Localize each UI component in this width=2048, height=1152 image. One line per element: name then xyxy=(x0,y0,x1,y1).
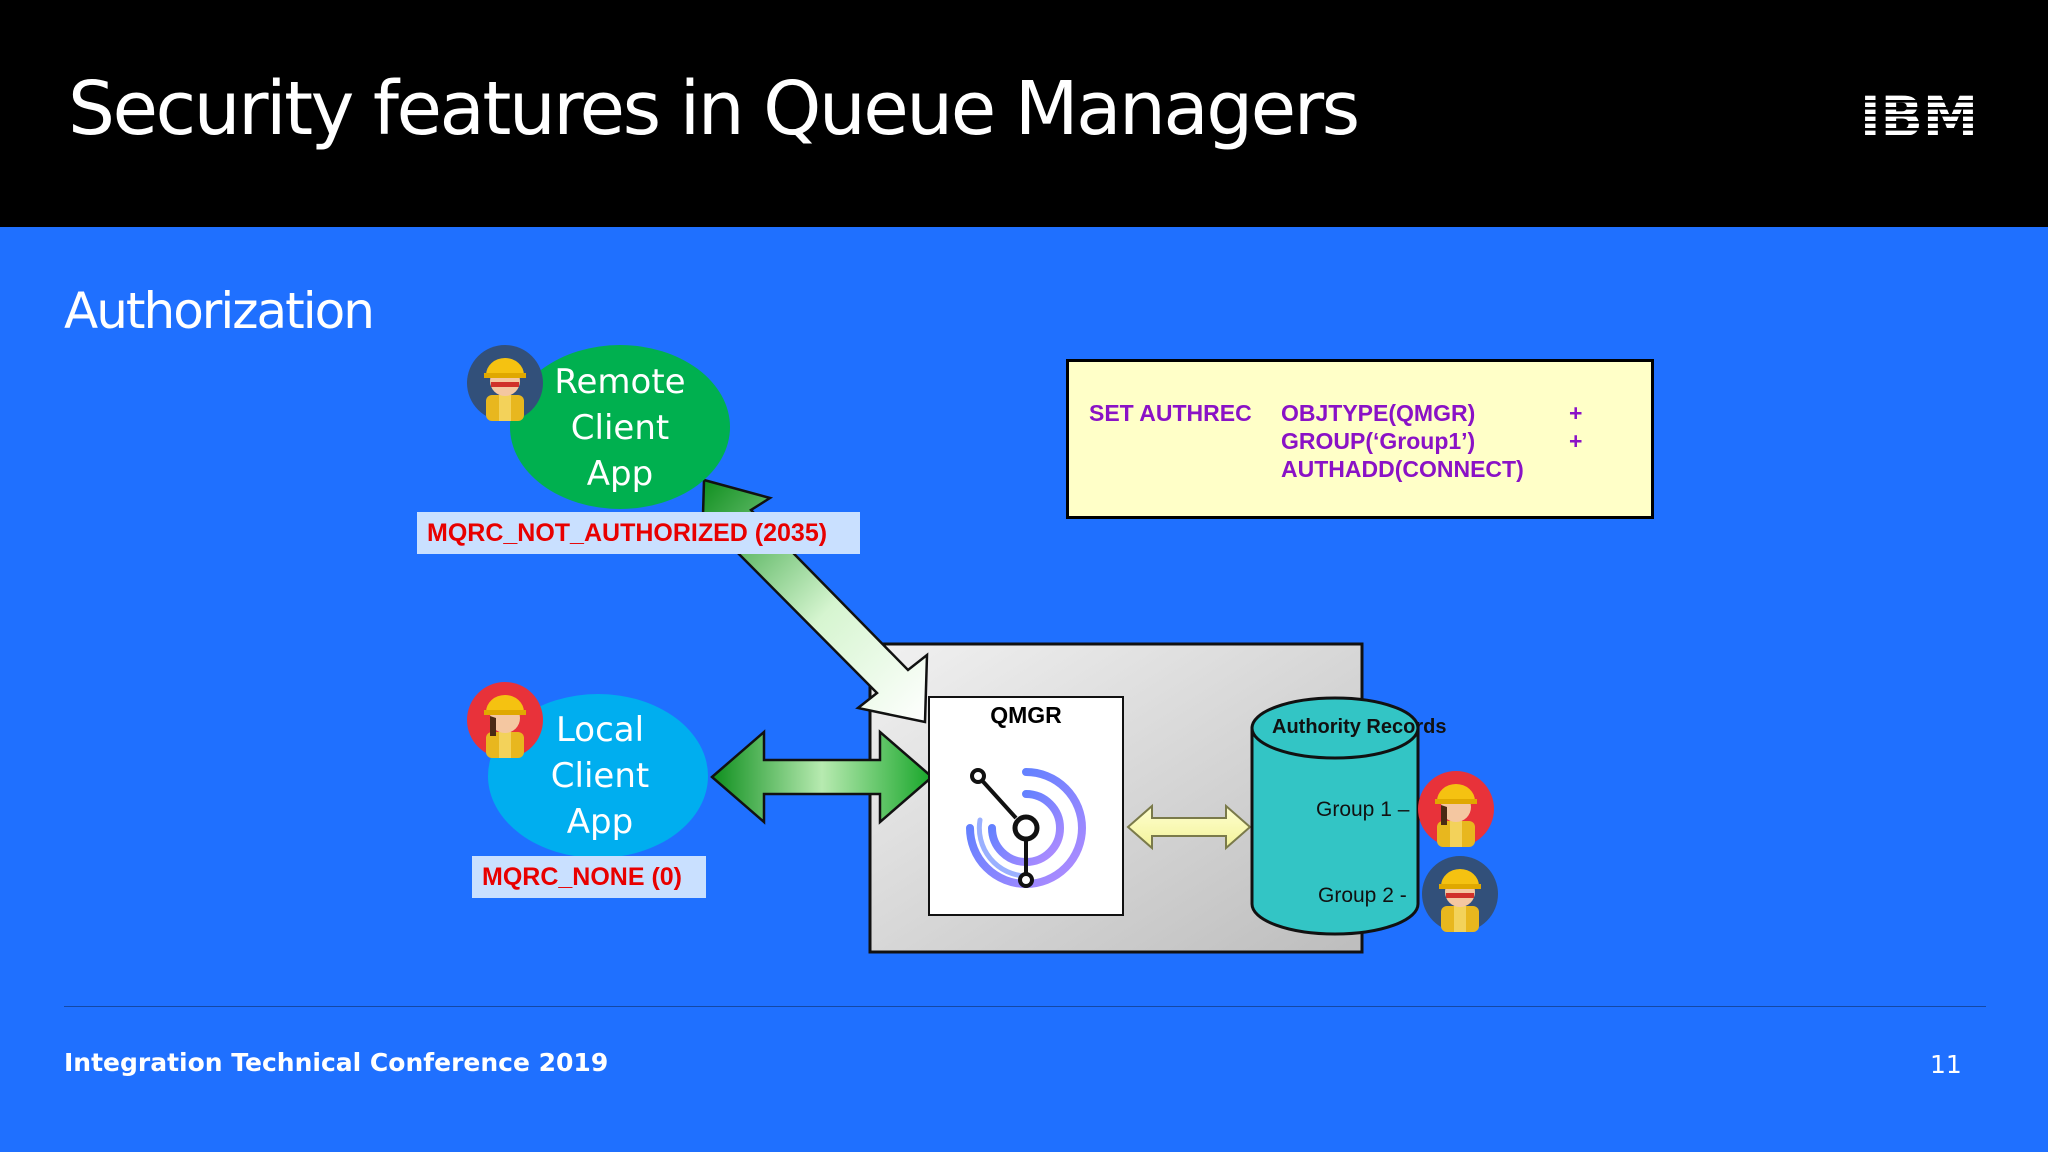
remote-client-label: Remote Client App xyxy=(554,362,686,494)
authrec-command: SET AUTHREC xyxy=(1089,400,1252,426)
worker-avatar-icon xyxy=(1422,856,1498,932)
authrec-authadd: AUTHADD(CONNECT) xyxy=(1281,456,1524,482)
svg-text:IBM: IBM xyxy=(1860,88,1978,142)
ibm-logo-icon: IBM xyxy=(1860,88,1978,142)
slide-title: Security features in Queue Managers xyxy=(68,66,1360,152)
group-1-label: Group 1 – xyxy=(1316,798,1410,821)
remote-result-code: MQRC_NOT_AUTHORIZED (2035) xyxy=(417,512,860,554)
local-result-code: MQRC_NONE (0) xyxy=(472,856,706,898)
continuation-mark: + xyxy=(1569,400,1583,426)
qmgr-logo-icon xyxy=(966,768,1086,888)
remote-client-ellipse xyxy=(510,345,730,509)
authority-records-db xyxy=(1250,696,1420,936)
worker-avatar-icon xyxy=(1418,771,1494,847)
worker-avatar-icon xyxy=(467,345,543,421)
title-bar xyxy=(0,0,2048,227)
continuation-mark: + xyxy=(1569,428,1583,454)
authrec-objtype: OBJTYPE(QMGR) xyxy=(1281,400,1476,426)
local-client-label: Local Client App xyxy=(550,710,650,842)
section-subtitle: Authorization xyxy=(64,282,375,340)
qmgr-label: QMGR xyxy=(990,702,1062,728)
authority-lookup-arrow xyxy=(1126,803,1252,851)
worker-avatar-icon xyxy=(467,682,543,758)
authority-records-title: Authority Records xyxy=(1272,716,1447,738)
local-client-ellipse xyxy=(488,694,708,858)
authrec-command-box: SET AUTHREC OBJTYPE(QMGR) GROUP(‘Group1’… xyxy=(1066,359,1654,519)
footer-divider xyxy=(64,1006,1986,1007)
page-number: 11 xyxy=(1930,1050,1962,1079)
footer-conference-name: Integration Technical Conference 2019 xyxy=(64,1048,609,1077)
group-2-label: Group 2 - xyxy=(1318,884,1407,907)
authrec-group: GROUP(‘Group1’) xyxy=(1281,428,1476,454)
qmgr-box: QMGR xyxy=(928,696,1124,916)
